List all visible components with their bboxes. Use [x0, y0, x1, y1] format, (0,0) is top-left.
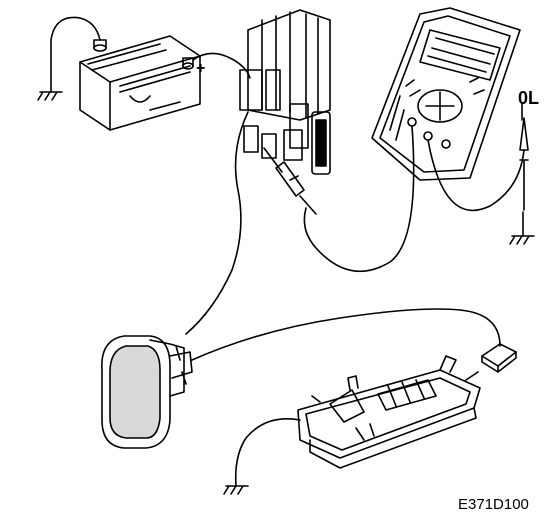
switch-module — [101, 335, 193, 449]
fuse-to-switch-wire — [185, 111, 249, 335]
battery — [79, 35, 201, 131]
positive-wire — [192, 52, 251, 79]
meter-lead-to-ground — [427, 103, 529, 212]
figure-reference-label: E371D100 — [458, 496, 529, 513]
lamp-assembly — [297, 355, 481, 469]
ground-symbol-battery — [37, 16, 101, 101]
ground-symbol-meter — [509, 211, 535, 245]
meter-reading-label: 0L — [518, 88, 540, 108]
test-probe-fuse — [263, 147, 317, 215]
multimeter — [371, 7, 521, 181]
switch-to-lamp-wire — [191, 308, 501, 361]
fuse-box — [239, 9, 331, 175]
meter-lead-to-fuse — [303, 125, 415, 273]
connector — [481, 343, 517, 373]
battery-positive-label: + — [196, 60, 206, 77]
ground-symbol-lamp — [223, 418, 301, 495]
